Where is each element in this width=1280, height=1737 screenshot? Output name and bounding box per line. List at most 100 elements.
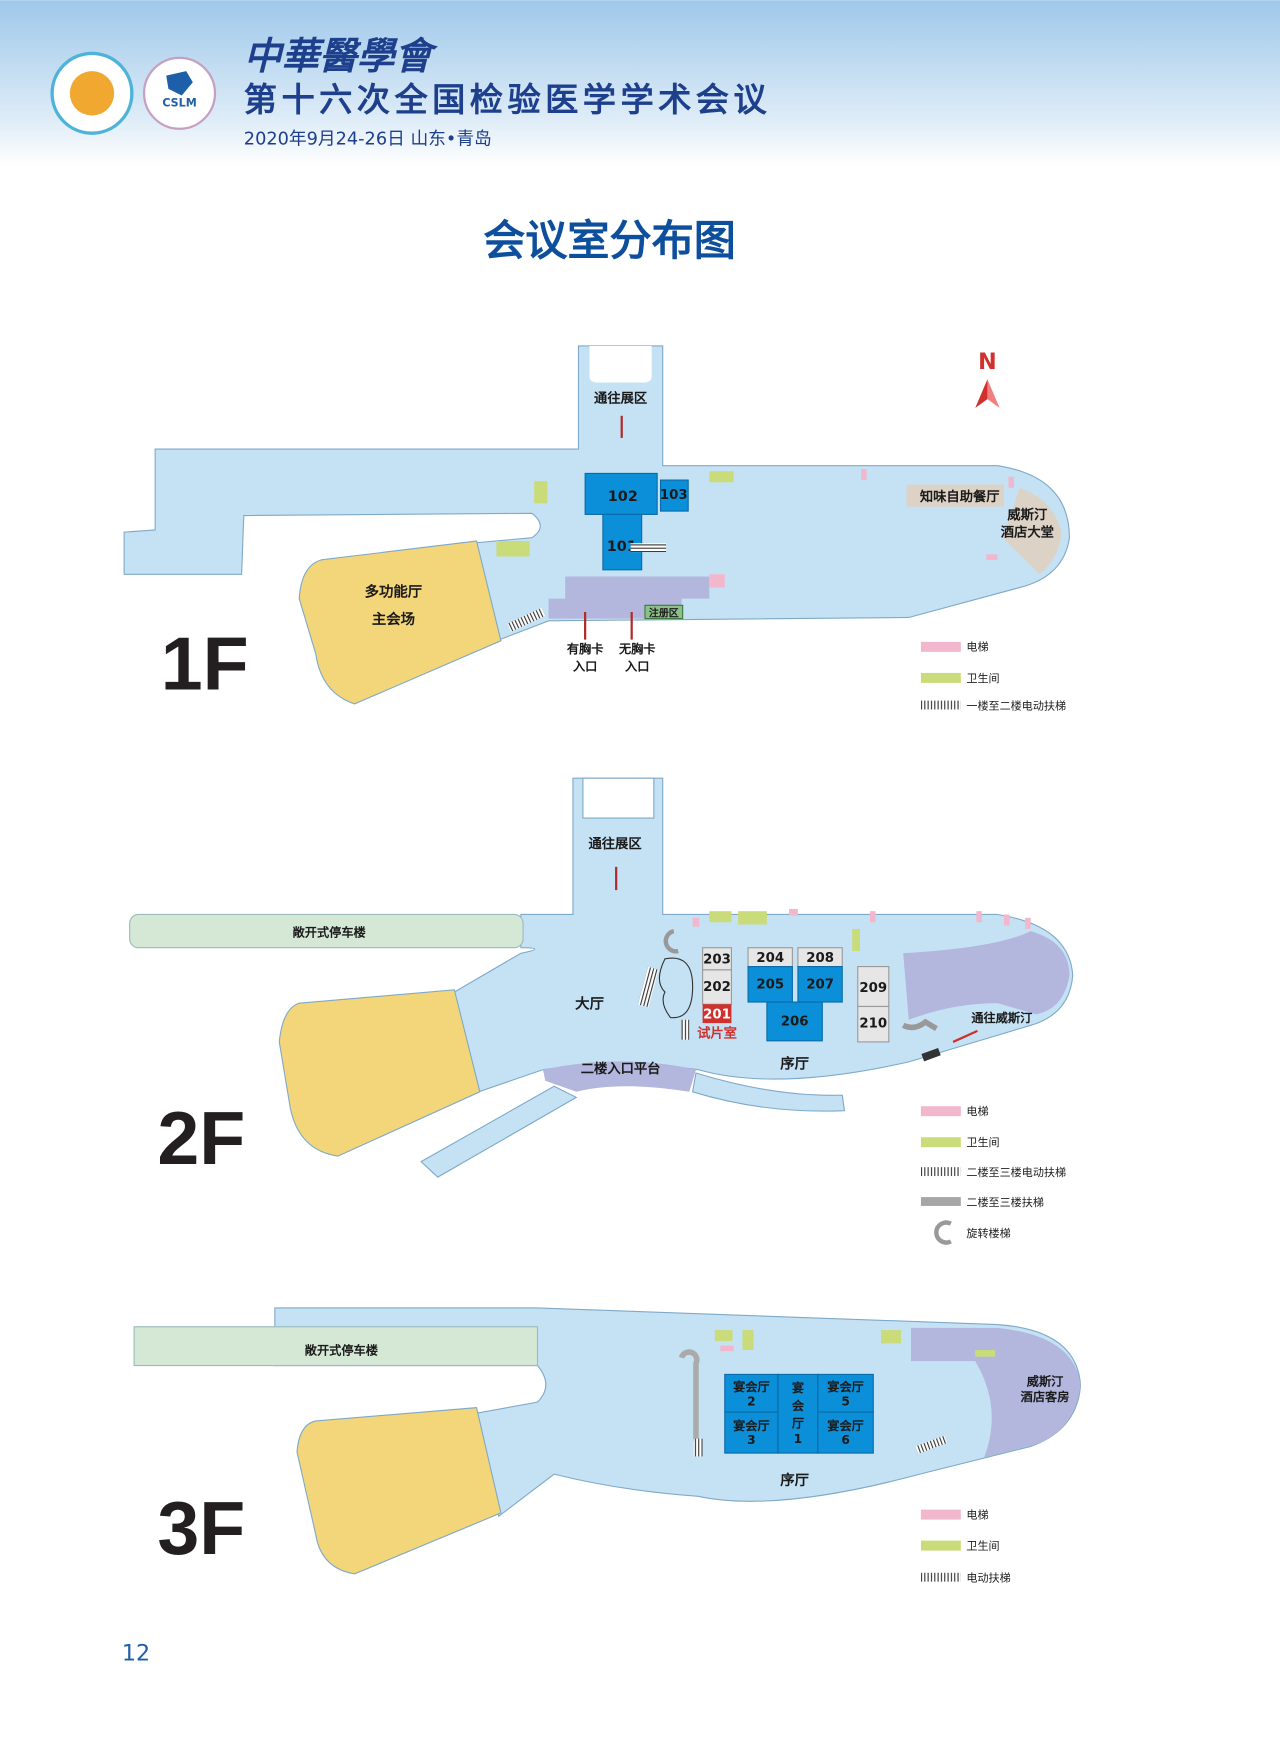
room-201-label: 201 xyxy=(703,1008,731,1023)
legend-escalator: 电动扶梯 xyxy=(966,1571,1010,1585)
main-venue-label: 主会场 xyxy=(372,610,415,628)
westin-rooms-area xyxy=(910,1327,1081,1458)
banquet-5-label: 宴会厅 xyxy=(827,1379,864,1394)
nobadge-entry-label-2: 入口 xyxy=(625,660,649,674)
banquet-1-c4: 1 xyxy=(794,1432,802,1446)
room-102-label: 102 xyxy=(608,489,638,505)
page-number: 12 xyxy=(122,1640,150,1666)
banquet-hall-3[interactable] xyxy=(724,1411,779,1454)
parking-label: 敞开式停车楼 xyxy=(293,925,367,940)
room-205[interactable] xyxy=(747,966,793,1003)
room-210[interactable] xyxy=(857,1005,890,1043)
entrance-platform xyxy=(543,1061,696,1092)
floor-1-label: 1F xyxy=(161,622,249,706)
cma-logo xyxy=(50,51,134,135)
room-102[interactable] xyxy=(584,472,658,515)
banquet-6-label: 宴会厅 xyxy=(827,1418,864,1433)
legend-elevator: 电梯 xyxy=(966,641,988,654)
room-209[interactable] xyxy=(857,966,890,1008)
floor-1-legend: 电梯 卫生间 一楼至二楼电动扶梯 xyxy=(920,641,1066,712)
page-title: 会议室分布图 xyxy=(483,216,736,265)
room-206-label: 206 xyxy=(781,1014,809,1029)
floor-2-label: 2F xyxy=(157,1096,245,1180)
banquet-6-num: 6 xyxy=(841,1433,849,1447)
westin-label: 威斯汀 xyxy=(1027,1373,1064,1388)
banquet-3-label: 宴会厅 xyxy=(733,1418,770,1433)
conference-date-place: 2020年9月24-26日 山东•青岛 xyxy=(244,128,492,149)
cslm-logo: CSLM xyxy=(142,56,217,130)
legend-restroom: 卫生间 xyxy=(966,1135,999,1149)
legend-restroom: 卫生间 xyxy=(966,1539,999,1553)
room-208-label: 208 xyxy=(806,951,834,966)
foyer-label: 序厅 xyxy=(780,1471,809,1489)
badge-entry-label: 有胸卡 xyxy=(567,641,604,656)
to-westin-label: 通往威斯汀 xyxy=(971,1010,1032,1025)
room-209-label: 209 xyxy=(859,981,887,996)
legend-restroom: 卫生间 xyxy=(966,671,999,685)
floor-2-legend: 电梯 卫生间 二楼至三楼电动扶梯 二楼至三楼扶梯 旋转楼梯 xyxy=(920,1105,1066,1245)
spiral-stair-icon xyxy=(934,1220,952,1245)
floor-2-hall xyxy=(278,989,481,1157)
parking-structure xyxy=(129,913,524,949)
org-name: 中華醫學會 xyxy=(244,34,439,78)
banquet-hall-1[interactable] xyxy=(777,1373,819,1454)
banquet-3-num: 3 xyxy=(747,1433,755,1447)
legend-elevator: 电梯 xyxy=(966,1508,988,1521)
entry-arrow-icons xyxy=(584,611,633,640)
room-207[interactable] xyxy=(797,966,843,1003)
foyer-label: 序厅 xyxy=(780,1055,809,1073)
stair-icon xyxy=(678,1349,700,1441)
parking-structure xyxy=(133,1326,539,1367)
floor-2-corridor xyxy=(453,777,1074,1093)
westin-lobby xyxy=(1002,487,1062,575)
room-103-label: 103 xyxy=(660,488,688,503)
spiral-stair-icon xyxy=(663,928,679,954)
floor-2-plan: 二楼入口平台 敞开式停车楼 通往展区 大厅 203 202 201 试片室 20… xyxy=(129,777,1074,1245)
restaurant-label: 知味自助餐厅 xyxy=(920,488,1000,505)
north-arrow-icon xyxy=(975,379,988,409)
floor-3-label: 3F xyxy=(157,1486,245,1570)
room-103[interactable] xyxy=(659,479,689,512)
room-203-label: 203 xyxy=(703,952,731,967)
legend-escalator: 一楼至二楼电动扶梯 xyxy=(966,698,1066,712)
registration-area xyxy=(644,604,684,620)
room-101-label: 101 xyxy=(607,539,637,555)
parking-label: 敞开式停车楼 xyxy=(305,1342,379,1357)
preview-room-label: 试片室 xyxy=(697,1025,737,1042)
banquet-hall-2[interactable] xyxy=(724,1373,779,1413)
ramp xyxy=(420,1085,578,1178)
legend-stairs: 二楼至三楼扶梯 xyxy=(966,1195,1044,1209)
hall-label: 多功能厅 xyxy=(365,582,423,600)
cslm-logo-text: CSLM xyxy=(162,97,196,110)
room-206[interactable] xyxy=(766,1001,823,1042)
arrow-icon xyxy=(952,1029,978,1043)
legend-spiral-stairs: 旋转楼梯 xyxy=(966,1226,1010,1240)
room-202[interactable] xyxy=(702,969,732,1005)
banquet-5-num: 5 xyxy=(841,1394,849,1408)
legend-escalator: 二楼至三楼电动扶梯 xyxy=(966,1165,1066,1179)
escalator-icon xyxy=(637,966,659,1008)
registration-label: 注册区 xyxy=(649,606,679,619)
escalator-icon xyxy=(507,607,546,632)
escalator-icon xyxy=(915,1435,948,1454)
platform-label: 二楼入口平台 xyxy=(581,1060,661,1077)
banquet-hall-5[interactable] xyxy=(817,1373,874,1413)
buffet-restaurant xyxy=(906,484,1005,507)
floor-3-hall xyxy=(296,1407,502,1575)
outdoor-walkway xyxy=(692,1072,846,1112)
corridor-gap xyxy=(589,345,652,383)
banquet-hall-6[interactable] xyxy=(817,1411,874,1454)
floor-3-legend: 电梯 卫生间 电动扶梯 xyxy=(920,1508,1011,1585)
room-201[interactable] xyxy=(702,1004,732,1024)
room-210-label: 210 xyxy=(859,1017,887,1032)
banquet-2-label: 宴会厅 xyxy=(733,1379,770,1394)
to-exhibit-label: 通往展区 xyxy=(594,389,647,406)
room-101[interactable] xyxy=(602,513,643,571)
banquet-2-num: 2 xyxy=(747,1394,755,1408)
conference-name: 第十六次全国检验医学学术会议 xyxy=(244,80,771,119)
north-compass: N xyxy=(975,349,1000,409)
banquet-1-c3: 厅 xyxy=(792,1417,804,1431)
room-202-label: 202 xyxy=(703,980,731,995)
westin-label-2: 酒店客房 xyxy=(1021,1389,1070,1404)
